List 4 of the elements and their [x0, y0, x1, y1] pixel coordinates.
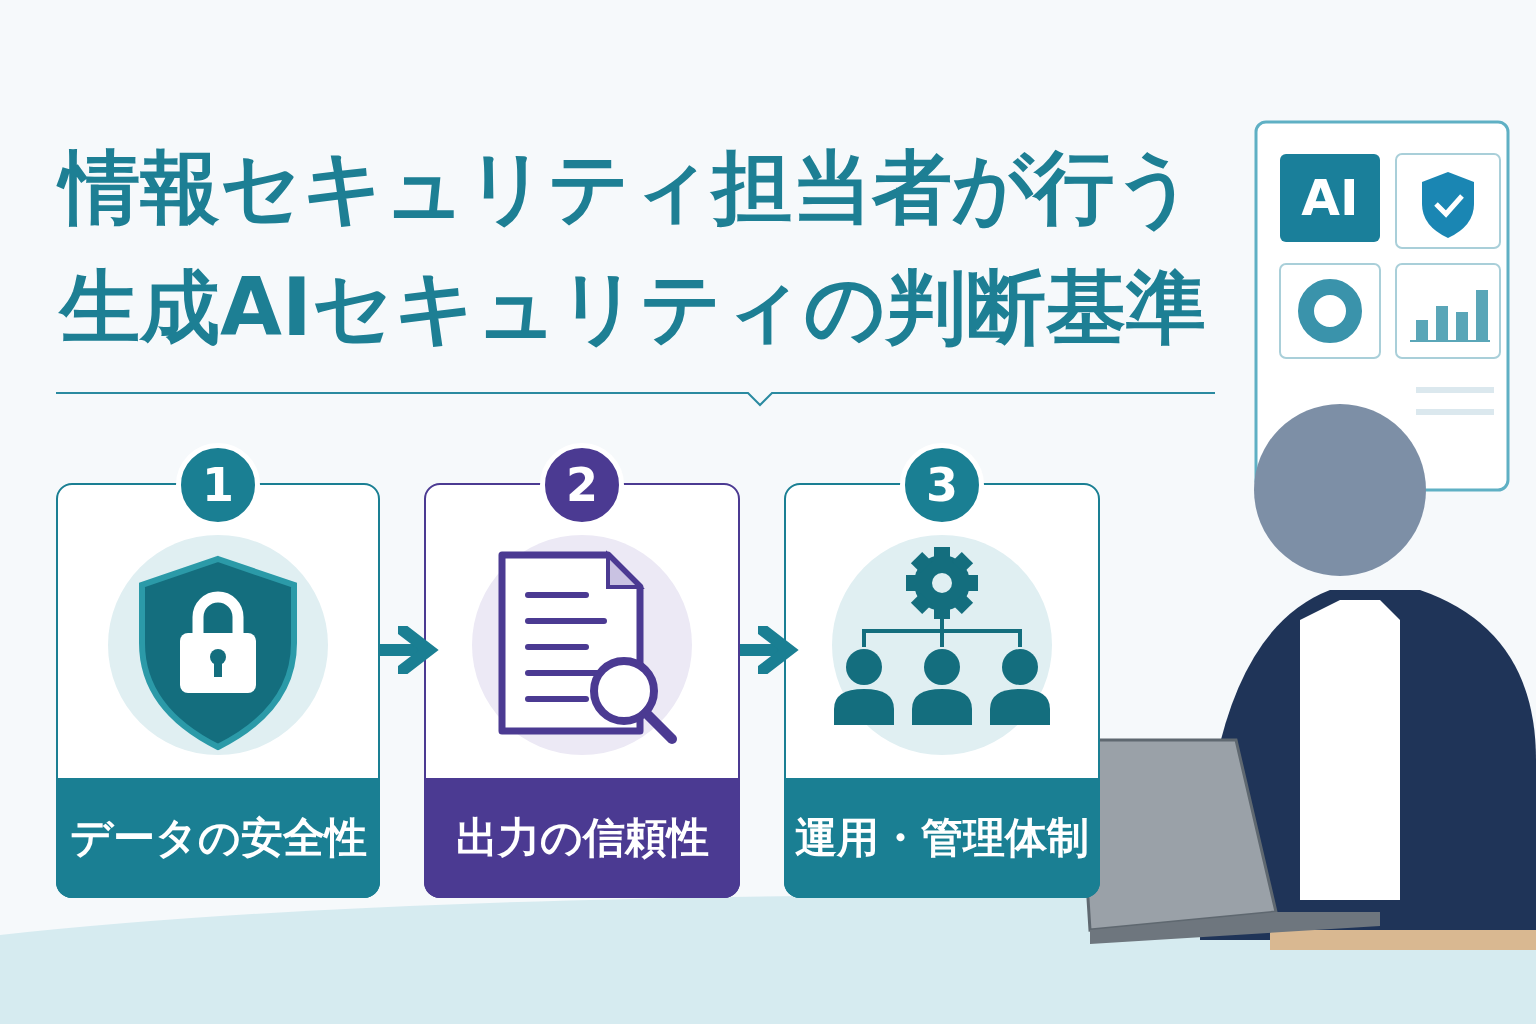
- caption-band: 運用・管理体制: [784, 778, 1100, 898]
- caption-band: 出力の信頼性: [424, 778, 740, 898]
- ai-tile: AI: [1280, 154, 1380, 242]
- caption-band: データの安全性: [56, 778, 380, 898]
